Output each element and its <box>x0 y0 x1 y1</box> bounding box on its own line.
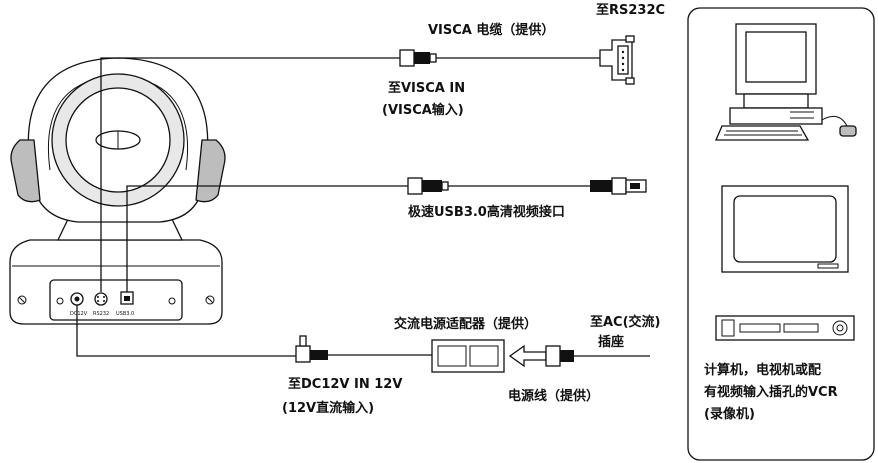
power-adapter <box>295 335 650 373</box>
label-to-ac-line2: 插座 <box>598 334 624 350</box>
label-device-line3: (录像机) <box>704 406 755 422</box>
label-to-dc12v: 至DC12V IN 12V <box>288 377 402 392</box>
rs232-port-label: RS232 <box>93 311 109 317</box>
usb-port-label: USB3.0 <box>116 311 134 317</box>
rs232-port: RS232 <box>93 292 109 317</box>
label-dc-input: (12V直流输入) <box>282 400 374 416</box>
label-usb-port: 极速USB3.0高清视频接口 <box>408 204 565 220</box>
label-to-visca-in: 至VISCA IN <box>388 81 465 96</box>
label-visca-cable: VISCA 电缆（提供） <box>428 22 554 38</box>
label-to-rs232c: 至RS232C <box>596 3 665 18</box>
ptz-camera: DC12V RS232 USB3.0 <box>9 57 226 325</box>
vcr-icon <box>715 315 855 341</box>
label-power-cord: 电源线（提供） <box>508 388 599 404</box>
label-ac-adapter: 交流电源适配器（提供） <box>394 316 537 332</box>
label-to-ac-line1: 至AC(交流) <box>590 314 661 330</box>
devices-panel <box>687 7 875 461</box>
label-device-line2: 有视频输入插孔的VCR <box>704 384 838 400</box>
dc-port-label: DC12V <box>70 311 88 317</box>
dc-cable-line <box>76 305 296 357</box>
usb-cable <box>407 177 647 195</box>
label-visca-input: (VISCA输入) <box>382 102 464 118</box>
visca-cable <box>399 35 635 85</box>
usb-cable-line <box>126 185 408 292</box>
computer-icon <box>715 23 857 141</box>
visca-cable-line <box>100 57 400 292</box>
label-device-line1: 计算机，电视机或配 <box>704 362 821 378</box>
monitor-icon <box>721 185 849 273</box>
